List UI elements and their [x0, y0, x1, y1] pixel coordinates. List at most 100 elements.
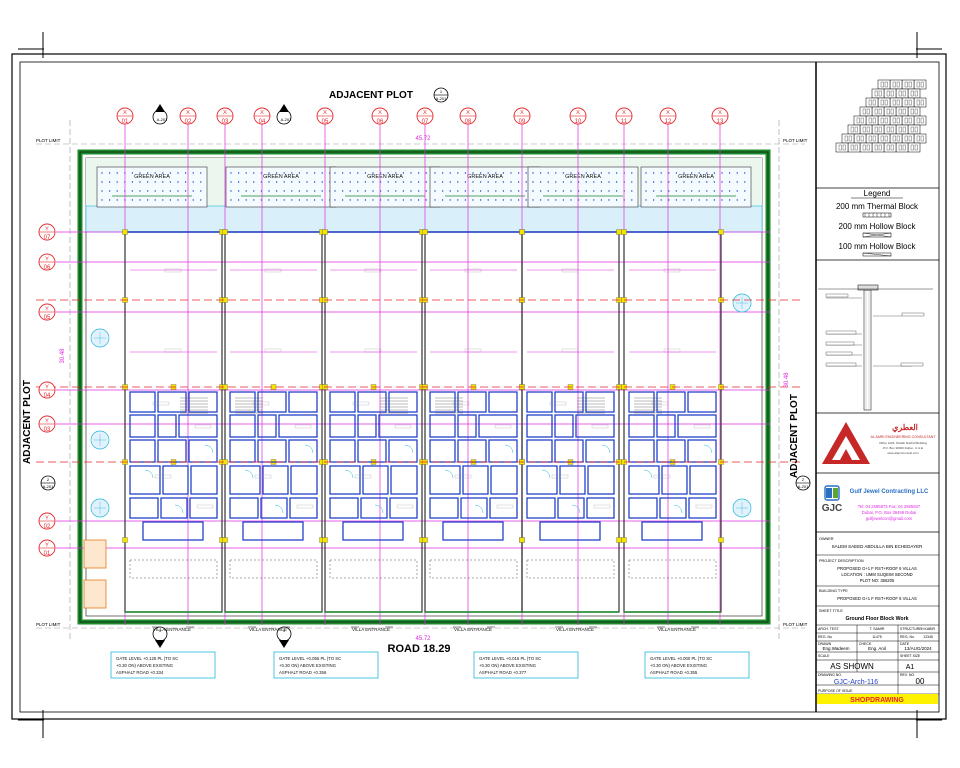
block-core [892, 117, 896, 124]
green-area-dot [192, 181, 194, 183]
block-core [890, 108, 894, 115]
room-tag [651, 401, 669, 406]
block-core [862, 144, 866, 151]
room [641, 521, 703, 541]
scale-value: AS SHOWN [830, 662, 874, 671]
grid-bubble-label: 05 [322, 119, 329, 125]
grid-bubble-x: X13 [711, 107, 729, 125]
block-core [898, 90, 902, 97]
villa-wall [124, 231, 223, 613]
green-area-dot [395, 172, 397, 174]
green-area-dot [487, 190, 489, 192]
section-marker-top-mid: A-201 [276, 104, 292, 125]
gate-box [83, 539, 107, 569]
green-area-dot [728, 172, 731, 174]
room [289, 497, 318, 519]
wall-detail [818, 284, 933, 411]
grid-bubble-y: Y05 [38, 303, 56, 321]
green-area-dot [441, 172, 444, 174]
grid-bubble-x: X06 [371, 107, 389, 125]
contractor-block: GJC Gulf Jewel Contracting LLC Tel: 04 2… [822, 485, 929, 521]
block-core [904, 117, 908, 124]
green-area-dot [372, 190, 374, 192]
grid-bubble-prefix: Y [45, 385, 49, 391]
room [457, 414, 477, 438]
green-area-dot [306, 181, 308, 183]
room-tag [164, 268, 182, 273]
green-area-dot [177, 172, 179, 174]
legend: Legend 200 mm Thermal Block 200 mm Hollo… [836, 189, 919, 257]
green-area-dot [683, 172, 685, 174]
room [357, 439, 387, 463]
block-core [874, 126, 878, 133]
room [229, 497, 259, 519]
room-tag [254, 474, 272, 479]
green-area-dot [177, 199, 179, 201]
structure-value: H.KABIR [921, 627, 935, 631]
green-area-dot [200, 199, 202, 201]
green-area-dot [479, 181, 482, 183]
room-tag [464, 268, 482, 273]
green-area-dot [321, 172, 323, 174]
plot-limit-labels: PLOT LIMIT PLOT LIMIT PLOT LIMIT PLOT LI… [36, 138, 808, 627]
project-line-2: LOCATION : UMM SUQEIM SECOND [841, 572, 912, 577]
green-area-dot [547, 199, 549, 201]
green-area-dot [510, 172, 512, 174]
cyan-band [85, 205, 763, 233]
purpose-highlight [817, 694, 938, 704]
block [907, 142, 921, 153]
grid-bubble-x: X10 [569, 107, 587, 125]
green-area-dot [298, 181, 301, 183]
block-core [844, 135, 848, 142]
legend-item-hollow-100: 100 mm Hollow Block [839, 242, 917, 251]
room [490, 465, 518, 495]
room [229, 465, 261, 495]
green-area-dot [660, 199, 662, 201]
green-area-dot [334, 172, 336, 174]
room [129, 439, 156, 463]
green-area-dot [690, 199, 693, 201]
room [188, 439, 218, 463]
room [429, 497, 459, 519]
door-swing [474, 504, 484, 514]
green-area-dot [555, 172, 557, 174]
block-core [842, 144, 846, 151]
green-area-dot [357, 199, 359, 201]
villa-entrance-label: VILLA ENTRANCE [658, 627, 696, 632]
grid-bubble-label: 12 [665, 119, 672, 125]
room-tag [591, 424, 609, 429]
green-area-dot [101, 172, 103, 174]
room [378, 414, 418, 438]
green-area-dot [387, 172, 389, 174]
green-area-dot [131, 172, 134, 174]
door-swing [673, 504, 683, 514]
green-area-dot [668, 199, 670, 201]
gate-note-line: ASPHALT ROAD +0.334 [116, 670, 164, 675]
room-tag [549, 401, 567, 406]
green-area-dot [387, 190, 389, 192]
green-area-dot [169, 181, 172, 183]
gate-note-line: ASPHALT ROAD +0.377 [479, 670, 527, 675]
dimension-bottom: 45.72 [415, 636, 431, 642]
room [129, 391, 156, 413]
gate-note: GATE LEVEL +0.000 PL (TO SC+0.30 ON) ABO… [644, 651, 750, 679]
green-area-dot [510, 181, 512, 183]
green-area-dot [237, 181, 240, 183]
sheet-size-label: SHEET SIZE [900, 654, 921, 658]
green-area-dot [116, 199, 118, 201]
room-tag [196, 504, 214, 509]
block [865, 115, 879, 126]
room [389, 497, 418, 519]
room [688, 497, 717, 519]
gate-note-line: GATE LEVEL +0.125 PL (TO SC [116, 656, 178, 661]
room-tag [464, 348, 482, 353]
block-core [860, 117, 864, 124]
green-area-dot [372, 199, 374, 201]
door-swing [643, 469, 653, 479]
svg-text:A-201: A-201 [157, 117, 168, 122]
room [329, 414, 356, 438]
green-area-dot [585, 199, 587, 201]
green-area-dot [532, 190, 534, 192]
green-area-dot [108, 199, 111, 201]
